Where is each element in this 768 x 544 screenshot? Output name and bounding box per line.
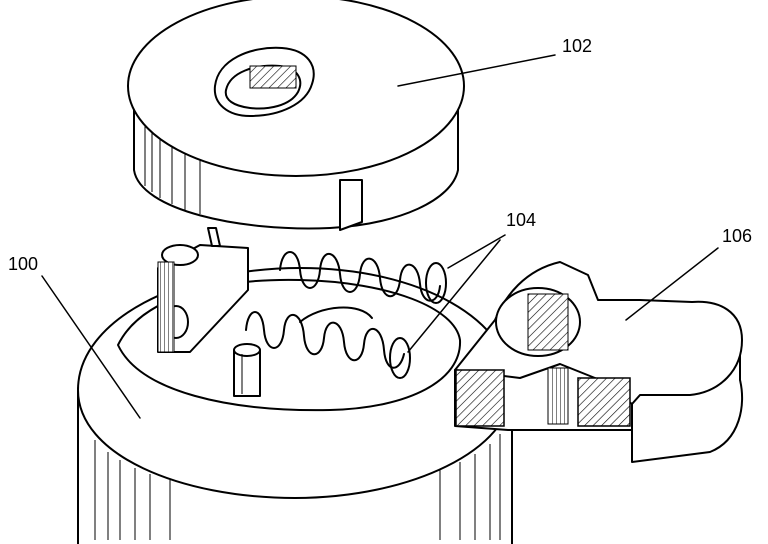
label-102: 102	[562, 36, 592, 56]
latch-post	[157, 244, 249, 353]
lower-spring	[245, 306, 411, 379]
upper-spring	[279, 251, 447, 304]
label-100: 100	[8, 254, 38, 274]
cap-disc	[127, 0, 465, 247]
key-plate	[454, 261, 744, 463]
label-104: 104	[506, 210, 536, 230]
leader-lines	[41, 54, 719, 419]
base-cylinder	[77, 267, 513, 544]
guide-pin	[233, 343, 261, 397]
label-106: 106	[722, 226, 752, 246]
